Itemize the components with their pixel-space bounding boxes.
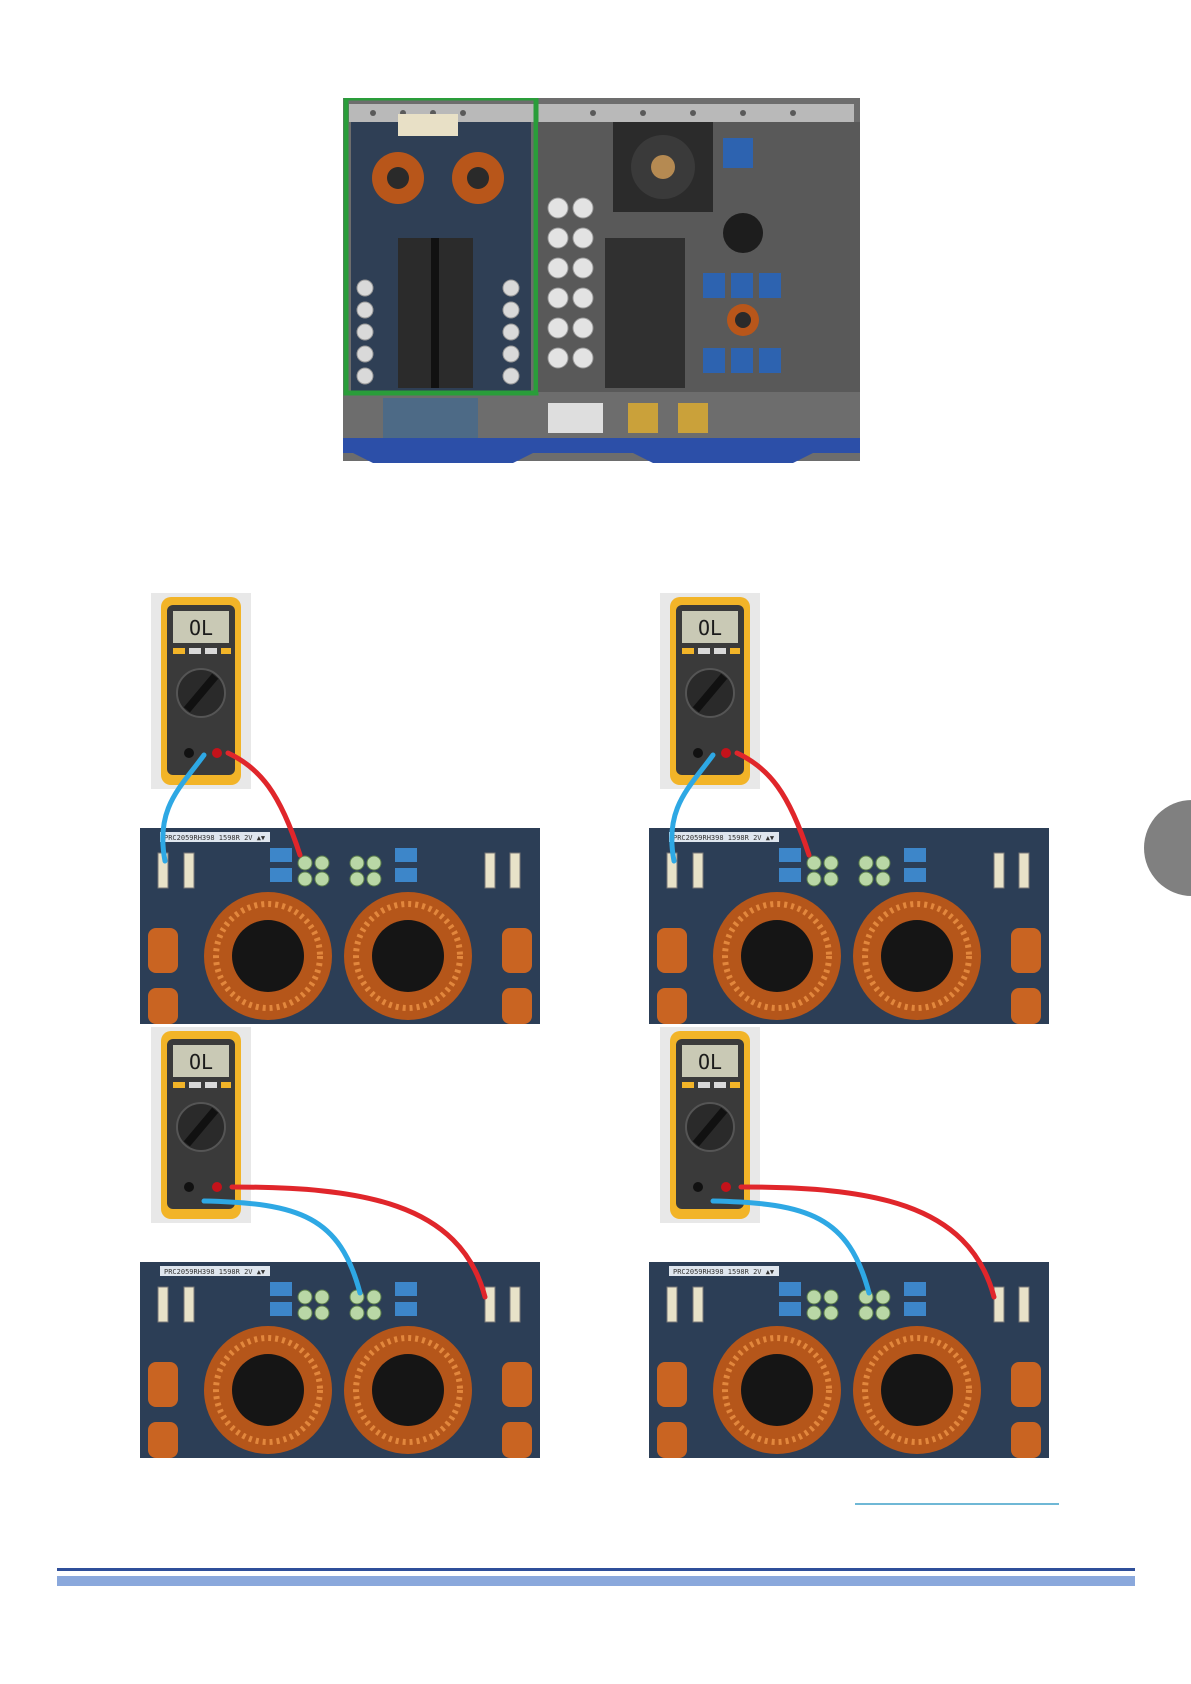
output-terminal — [876, 856, 890, 870]
toroid-coil-left — [204, 892, 332, 1020]
fuse — [485, 1287, 495, 1322]
output-terminal — [859, 1306, 873, 1320]
toroid-coil-left — [204, 1326, 332, 1454]
probe-leads — [140, 1027, 540, 1267]
chapter-side-tab — [1144, 800, 1191, 896]
measurement-step-2: OL PRC2059RH398 1598R 2V ▲▼ — [649, 593, 1049, 1029]
toroid-coil-right — [344, 892, 472, 1020]
board-barcode-label: PRC2059RH398 1598R 2V ▲▼ — [164, 834, 266, 842]
fuse — [693, 853, 703, 888]
probe-leads — [649, 1027, 1049, 1267]
amplifier-chassis-photo — [343, 98, 860, 491]
fuse — [667, 1287, 677, 1322]
fuse — [1019, 853, 1029, 888]
output-terminal — [298, 872, 312, 886]
output-terminal — [298, 1306, 312, 1320]
fuse — [994, 1287, 1004, 1322]
probe-leads — [649, 593, 1049, 833]
board-barcode-label: PRC2059RH398 1598R 2V ▲▼ — [673, 1268, 775, 1276]
amplifier-output-board: PRC2059RH398 1598R 2V ▲▼ — [140, 1262, 540, 1458]
probe-leads — [140, 593, 540, 833]
output-terminal — [315, 872, 329, 886]
footer-rule-dark — [57, 1568, 1135, 1571]
output-terminal — [824, 872, 838, 886]
output-terminal — [876, 872, 890, 886]
board-barcode-label: PRC2059RH398 1598R 2V ▲▼ — [673, 834, 775, 842]
output-terminal — [824, 856, 838, 870]
toroid-coil-left — [713, 1326, 841, 1454]
toroid-coil-right — [853, 892, 981, 1020]
output-terminal — [367, 1290, 381, 1304]
fuse — [158, 1287, 168, 1322]
toroid-coil-left — [713, 892, 841, 1020]
toroid-coil-right — [853, 1326, 981, 1454]
output-terminal — [824, 1306, 838, 1320]
output-terminal — [807, 1306, 821, 1320]
amplifier-output-board: PRC2059RH398 1598R 2V ▲▼ — [140, 828, 540, 1024]
output-terminal — [367, 872, 381, 886]
output-terminal — [807, 872, 821, 886]
output-terminal — [859, 872, 873, 886]
output-terminal — [876, 1290, 890, 1304]
footer-rule-light — [57, 1576, 1135, 1586]
toroid-coil-right — [344, 1326, 472, 1454]
amplifier-output-board: PRC2059RH398 1598R 2V ▲▼ — [649, 1262, 1049, 1458]
amplifier-output-board: PRC2059RH398 1598R 2V ▲▼ — [649, 828, 1049, 1024]
link-underline — [855, 1503, 1059, 1505]
fuse — [510, 853, 520, 888]
output-terminal — [807, 856, 821, 870]
fuse — [994, 853, 1004, 888]
fuse — [184, 853, 194, 888]
output-terminal — [367, 856, 381, 870]
fuse — [1019, 1287, 1029, 1322]
output-terminal — [315, 1306, 329, 1320]
measurement-step-3: OL PRC2059RH398 1598R 2V ▲▼ — [140, 1027, 540, 1463]
output-terminal — [824, 1290, 838, 1304]
output-terminal — [298, 856, 312, 870]
output-terminal — [315, 1290, 329, 1304]
measurement-step-1: OL PRC2059RH398 1598R 2V ▲▼ — [140, 593, 540, 1029]
output-terminal — [807, 1290, 821, 1304]
output-terminal — [367, 1306, 381, 1320]
output-terminal — [315, 856, 329, 870]
output-terminal — [859, 856, 873, 870]
fuse — [693, 1287, 703, 1322]
measurement-step-4: OL PRC2059RH398 1598R 2V ▲▼ — [649, 1027, 1049, 1463]
output-terminal — [350, 872, 364, 886]
fuse — [184, 1287, 194, 1322]
fuse — [485, 853, 495, 888]
output-terminal — [350, 856, 364, 870]
output-terminal — [876, 1306, 890, 1320]
output-terminal — [350, 1306, 364, 1320]
output-terminal — [298, 1290, 312, 1304]
fuse — [510, 1287, 520, 1322]
board-barcode-label: PRC2059RH398 1598R 2V ▲▼ — [164, 1268, 266, 1276]
